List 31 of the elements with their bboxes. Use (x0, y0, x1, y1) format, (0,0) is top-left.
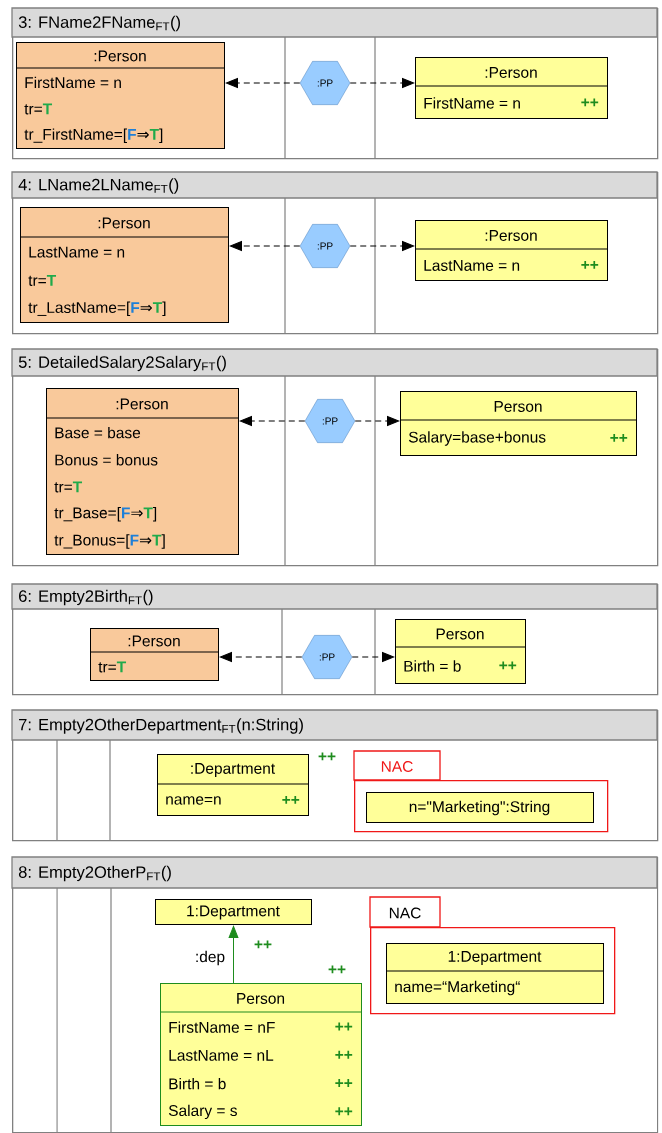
object-box: :Person FirstName = n tr=T tr_FirstName=[F⇒T] (15, 42, 225, 149)
arrow (354, 416, 400, 426)
object-box: Person Salary=base+bonus ++ (399, 391, 637, 456)
arrow (349, 78, 415, 88)
object-box: :Person tr=T (89, 628, 219, 681)
hexagon: :PP (304, 399, 356, 443)
arrow (219, 652, 303, 662)
object-box: :Person Base = base Bonus = bonus tr=T tr_Base=[F⇒T] tr_Bonus=[F⇒T] (45, 388, 239, 555)
object-box: Person Birth = b ++ (394, 619, 526, 684)
arrow (229, 241, 301, 251)
plus-marker: ++ (328, 965, 346, 974)
arrow (349, 241, 415, 251)
arrow (228, 925, 239, 984)
object-box: :Person LastName = n tr=T tr_LastName=[F⇒T] (19, 207, 229, 323)
object-box: n="Marketing":String (366, 792, 594, 823)
object-box: Person FirstName = nF ++ LastName = nL ++ Birth = b ++ Salary = s ++ (159, 983, 362, 1126)
hexagon: :PP (299, 61, 351, 105)
object-box: :Person LastName = n ++ (414, 220, 608, 281)
plus-marker: ++ (254, 940, 272, 949)
object-box: :Department name=n ++ (156, 754, 309, 816)
arrow (225, 78, 301, 88)
hexagon: :PP (299, 224, 351, 268)
arrow (239, 416, 306, 426)
object-box: :Person FirstName = n ++ (414, 57, 608, 119)
plus-marker: ++ (318, 752, 336, 761)
arrow (351, 652, 395, 662)
node-label: NAC (381, 761, 413, 772)
node-label: NAC (389, 907, 421, 919)
object-box: 1:Department (155, 899, 312, 925)
object-box: 1:Department name=“Marketing“ (385, 943, 604, 1004)
hexagon: :PP (301, 635, 353, 679)
